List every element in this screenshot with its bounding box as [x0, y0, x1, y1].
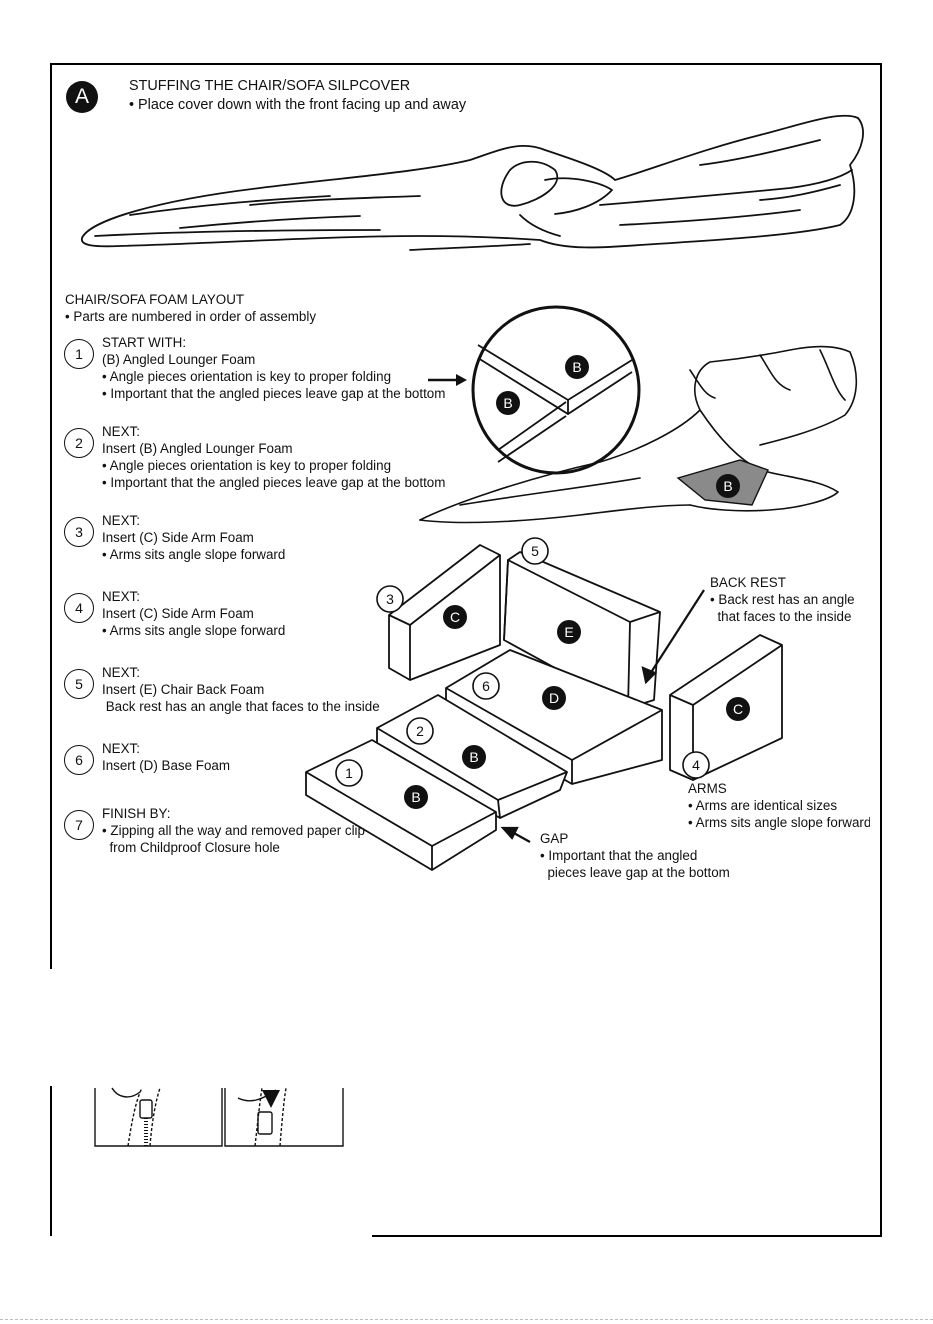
- slipcover-illustration: [81, 114, 864, 251]
- step-6-line-1: NEXT:: [102, 741, 140, 756]
- step-2-line-3: • Angle pieces orientation is key to pro…: [102, 458, 392, 473]
- gap-callout-title: GAP: [540, 831, 569, 846]
- frame-bottom-line: [372, 1235, 882, 1237]
- step-3-line-3: • Arms sits angle slope forward: [102, 547, 286, 562]
- back-rest-callout-title: BACK REST: [710, 575, 786, 590]
- step-5-line-1: NEXT:: [102, 665, 140, 680]
- step-number-badge: 5: [64, 669, 94, 699]
- cover-b-label: B: [723, 478, 732, 494]
- arms-callout-line-2: • Arms sits angle slope forward: [688, 815, 870, 830]
- step-number-badge: 2: [64, 428, 94, 458]
- layout-note: • Parts are numbered in order of assembl…: [65, 309, 317, 324]
- lounger-2-b-label: B: [469, 749, 478, 765]
- frame-left-line-upper: [50, 63, 52, 969]
- diagram-num-3: 3: [386, 591, 394, 607]
- step-5-line-2: Insert (E) Chair Back Foam: [102, 682, 265, 697]
- step-number-badge: 1: [64, 339, 94, 369]
- zipper-illustration: [94, 1087, 344, 1147]
- zipper-pull-arrow: [262, 1090, 280, 1108]
- step-1-line-4: • Important that the angled pieces leave…: [102, 386, 446, 401]
- step-1-line-2: (B) Angled Lounger Foam: [102, 352, 256, 367]
- frame-right-line: [880, 63, 882, 1237]
- step-7-line-2: • Zipping all the way and removed paper …: [102, 823, 365, 838]
- section-title: STUFFING THE CHAIR/SOFA SILPCOVER: [129, 78, 411, 94]
- step-2-line-2: Insert (B) Angled Lounger Foam: [102, 441, 293, 456]
- part-letter-badges: B B B C E D C B B: [404, 355, 750, 809]
- back-rest-callout-line-1: • Back rest has an angle: [710, 592, 855, 607]
- diagram-num-6: 6: [482, 678, 490, 694]
- step-number-badge: 7: [64, 810, 94, 840]
- back-rest-callout-line-2: that faces to the inside: [710, 609, 852, 624]
- step-7-line-1: FINISH BY:: [102, 806, 171, 821]
- frame-left-line-lower: [50, 1086, 52, 1236]
- diagram-num-5: 5: [531, 543, 539, 559]
- gap-callout-line-2: pieces leave gap at the bottom: [540, 865, 730, 880]
- angle-detail-magnifier: [428, 305, 641, 475]
- layout-title: CHAIR/SOFA FOAM LAYOUT: [65, 292, 245, 307]
- section-badge: A: [66, 81, 98, 113]
- gap-callout-line-1: • Important that the angled: [540, 848, 698, 863]
- step-4-line-1: NEXT:: [102, 589, 140, 604]
- step-7-line-3: from Childproof Closure hole: [102, 840, 280, 855]
- arms-callout-title: ARMS: [688, 781, 727, 796]
- step-2-line-1: NEXT:: [102, 424, 140, 439]
- step-4-line-2: Insert (C) Side Arm Foam: [102, 606, 254, 621]
- step-number-badge: 3: [64, 517, 94, 547]
- diagram-num-1: 1: [345, 765, 353, 781]
- page-cut-line: [0, 1319, 933, 1320]
- arms-callout-line-1: • Arms are identical sizes: [688, 798, 838, 813]
- assembly-order-badges: [335, 537, 710, 787]
- arm-right-c-label: C: [733, 701, 743, 717]
- cover-lifted-illustration: [419, 345, 858, 524]
- step-3-line-1: NEXT:: [102, 513, 140, 528]
- pointer-arrows: [500, 589, 705, 843]
- step-number-badge: 4: [64, 593, 94, 623]
- step-number-badge: 6: [64, 745, 94, 775]
- arm-left-c-label: C: [450, 609, 460, 625]
- step-1-line-1: START WITH:: [102, 335, 187, 350]
- step-6-line-2: Insert (D) Base Foam: [102, 758, 230, 773]
- diagram-num-4: 4: [692, 757, 700, 773]
- detail-b-bottom-label: B: [503, 395, 512, 411]
- step-4-line-3: • Arms sits angle slope forward: [102, 623, 286, 638]
- step-3-line-2: Insert (C) Side Arm Foam: [102, 530, 254, 545]
- base-d-label: D: [549, 690, 559, 706]
- back-e-label: E: [564, 624, 573, 640]
- section-subtitle: • Place cover down with the front facing…: [129, 97, 467, 113]
- diagram-num-2: 2: [416, 723, 424, 739]
- step-1-line-3: • Angle pieces orientation is key to pro…: [102, 369, 392, 384]
- step-2-line-4: • Important that the angled pieces leave…: [102, 475, 446, 490]
- lounger-1-b-label: B: [411, 789, 420, 805]
- detail-b-top-label: B: [572, 359, 581, 375]
- step-5-line-3: Back rest has an angle that faces to the…: [102, 699, 380, 714]
- frame-top-line: [50, 63, 882, 65]
